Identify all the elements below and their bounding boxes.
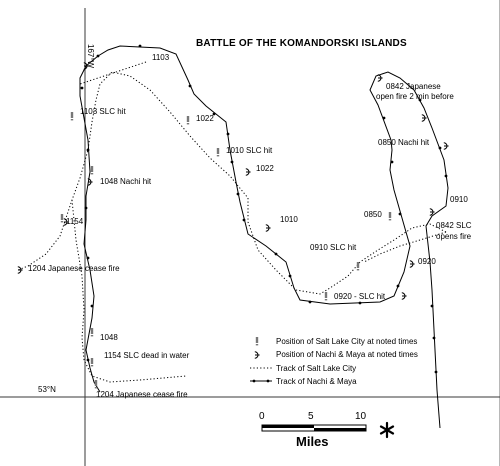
label-1010: 1010 xyxy=(280,215,298,224)
nachi-maya-position-icon xyxy=(254,351,261,359)
label-0910: 0910 xyxy=(450,195,468,204)
label-0842-japanese-l1: 0842 Japanese xyxy=(386,82,441,91)
label-1022-a: 1022 xyxy=(196,114,214,123)
label-0920: 0920 xyxy=(418,257,436,266)
label-0842-slc-l2: opens fire xyxy=(436,232,472,241)
label-1048-nachi-hit: 1048 Nachi hit xyxy=(100,177,152,186)
salt-lake-city-track xyxy=(17,71,447,295)
legend-item-slc-track: Track of Salt Lake City xyxy=(276,364,356,373)
scale-tick-0: 0 xyxy=(259,411,265,422)
nachi-maya-track xyxy=(79,45,449,429)
label-1103-slc-hit: 1103 SLC hit xyxy=(80,107,126,116)
label-0910-slc-hit: 0910 SLC hit xyxy=(310,243,357,252)
salt-lake-city-position-icon xyxy=(255,337,259,346)
legend-item-nachi-track: Track of Nachi & Maya xyxy=(276,377,357,386)
legend-item-slc-position: Position of Salt Lake City at noted time… xyxy=(276,337,417,346)
scale-bar: 0 5 10 Miles xyxy=(259,411,367,449)
label-1154-a: 1154 xyxy=(66,217,84,226)
label-1204-japanese-cease-fire-b: 1204 Japanese cease fire xyxy=(96,390,188,399)
salt-lake-city-track-south xyxy=(71,199,187,383)
label-1154-slc-dead: 1154 SLC dead in water xyxy=(104,351,190,360)
label-1010-slc-hit: 1010 SLC hit xyxy=(226,146,273,155)
label-1048: 1048 xyxy=(100,333,118,342)
label-0850: 0850 xyxy=(364,210,382,219)
label-1204-japanese-cease-fire-a: 1204 Japanese cease fire xyxy=(28,264,120,273)
longitude-label: 167°W xyxy=(86,44,95,69)
label-0920-slc-hit: 0920 - SLC hit xyxy=(334,292,386,301)
salt-lake-city-track-east xyxy=(79,61,147,85)
scale-unit-label: Miles xyxy=(296,434,329,449)
nachi-maya-track-dots xyxy=(80,44,448,374)
salt-lake-city-track-branch xyxy=(363,231,447,263)
legend-item-nachi-position: Position of Nachi & Maya at noted times xyxy=(276,350,418,359)
compass-star-icon xyxy=(379,421,395,439)
label-0842-japanese-l2: open fire 2 min before xyxy=(376,92,454,101)
map-title: BATTLE OF THE KOMANDORSKI ISLANDS xyxy=(196,38,407,49)
label-0842-slc-l1: 0842 SLC xyxy=(436,221,472,230)
label-0850-nachi-hit: 0850 Nachi hit xyxy=(378,138,430,147)
scale-tick-5: 5 xyxy=(308,411,314,422)
label-1022-b: 1022 xyxy=(256,164,274,173)
nachi-maya-track-line xyxy=(250,379,272,383)
scale-tick-10: 10 xyxy=(355,411,367,422)
label-1103: 1103 xyxy=(152,53,170,62)
legend: Position of Salt Lake City at noted time… xyxy=(250,337,418,386)
latitude-label: 53°N xyxy=(38,385,56,394)
